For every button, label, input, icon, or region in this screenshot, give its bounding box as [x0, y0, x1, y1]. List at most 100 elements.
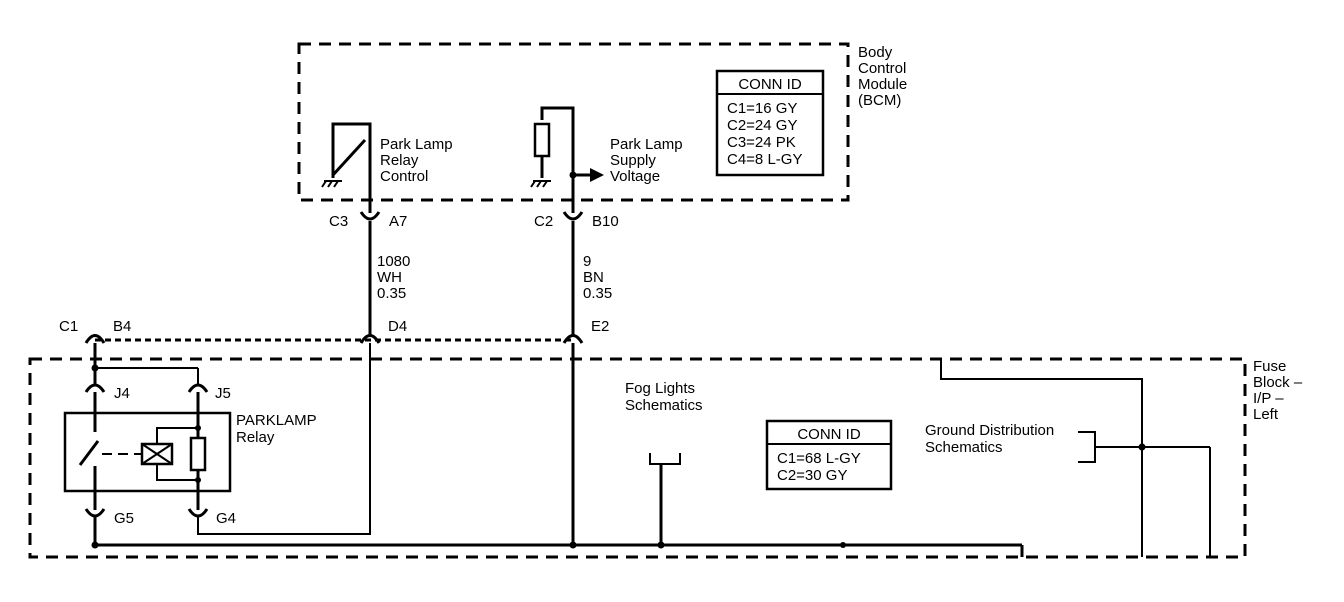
wire-1080-circuit: 1080	[377, 253, 410, 270]
wire-1080-color: WH	[377, 269, 402, 286]
connector-d4: D4	[359, 318, 407, 344]
ground-distribution-reference: Ground Distribution Schematics	[925, 359, 1211, 557]
connector-arc	[84, 334, 106, 344]
bcm-title-line-1: Body	[858, 44, 893, 61]
wire-9-gauge: 0.35	[583, 285, 612, 302]
bus-junction-g5	[91, 541, 99, 549]
connector-arc	[562, 334, 584, 344]
coil-bottom-lead	[156, 464, 198, 481]
relay-resistor	[189, 436, 207, 472]
connector-b4-label: B4	[113, 318, 131, 335]
relay-box	[63, 411, 232, 493]
fuse-block-title-line-1: Fuse	[1253, 358, 1286, 375]
supply-label-1: Park Lamp	[610, 136, 683, 153]
bcm-conn-box	[715, 69, 825, 177]
connector-c3-a7: C3 A7	[329, 211, 407, 230]
fog-bracket	[649, 453, 681, 465]
relay-junction-top	[195, 425, 201, 431]
connector-c1-label: C1	[59, 318, 78, 335]
relay-control-switch: Park Lamp Relay Control	[321, 122, 453, 213]
bcm-conn-title: CONN ID	[738, 76, 802, 93]
wire-9-circuit: 9	[583, 253, 591, 270]
resistor-symbol	[533, 122, 551, 158]
bus-junction-mid	[840, 542, 846, 548]
relay-control-label-3: Control	[380, 168, 428, 185]
relay-label-1: PARKLAMP	[236, 412, 317, 429]
connector-c2-b10: C2 B10	[534, 211, 619, 230]
connector-d4-label: D4	[388, 318, 407, 335]
fuse-conn-title: CONN ID	[797, 426, 861, 443]
fuse-block-outline	[28, 357, 1247, 559]
connector-j4-label: J4	[114, 385, 130, 402]
connector-g4-arc	[187, 508, 209, 518]
relay-label-2: Relay	[236, 429, 275, 446]
bcm-title-line-2: Control	[858, 60, 906, 77]
connector-arc	[562, 211, 584, 221]
fuse-block-title: Fuse Block – I/P – Left	[1253, 358, 1303, 423]
fuse-conn-table: CONN ID C1=68 L-GY C2=30 GY	[765, 419, 893, 491]
bcm-title: Body Control Module (BCM)	[858, 44, 907, 109]
wire-1080-gauge: 0.35	[377, 285, 406, 302]
bcm-title-line-3: Module	[858, 76, 907, 93]
connector-c3-label: C3	[329, 213, 348, 230]
fog-label-2: Schematics	[625, 397, 703, 414]
supply-label-3: Voltage	[610, 168, 660, 185]
relay-control-label-2: Relay	[380, 152, 419, 169]
fog-lights-reference: Fog Lights Schematics	[625, 380, 703, 545]
fuse-conn-row-1: C1=68 L-GY	[777, 450, 861, 467]
switch-frame	[331, 122, 372, 178]
connector-a7-label: A7	[389, 213, 407, 230]
parklamp-relay: PARKLAMP Relay	[63, 411, 317, 493]
ground-label-1: Ground Distribution	[925, 422, 1054, 439]
connector-b10-label: B10	[592, 213, 619, 230]
ground-symbol-1	[321, 180, 342, 188]
supply-frame	[540, 106, 575, 213]
bcm-conn-row-2: C2=24 GY	[727, 117, 797, 134]
connector-arc	[359, 211, 381, 221]
fog-label-1: Fog Lights	[625, 380, 695, 397]
ground-label-2: Schematics	[925, 439, 1003, 456]
coil-x2	[141, 443, 173, 465]
connector-g5-arc	[84, 508, 106, 518]
coil-top-lead	[156, 427, 198, 444]
bcm-conn-row-1: C1=16 GY	[727, 100, 797, 117]
bcm-conn-row-3: C3=24 PK	[727, 134, 796, 151]
fuse-block-title-line-3: I/P –	[1253, 390, 1284, 407]
bcm-conn-row-4: C4=8 L-GY	[727, 151, 802, 168]
bus-junction-e2	[569, 541, 577, 549]
fuse-conn-box	[765, 419, 893, 491]
relay-junction-bottom	[195, 477, 201, 483]
fuse-internal-wiring: J4 J5	[84, 343, 231, 413]
ground-bracket	[1078, 431, 1096, 463]
connector-e2-label: E2	[591, 318, 609, 335]
bcm-outline	[297, 42, 850, 202]
supply-label-2: Supply	[610, 152, 656, 169]
supply-arrow-head	[590, 168, 604, 182]
connector-j4-arc	[84, 383, 106, 393]
connector-g4-label: G4	[216, 510, 236, 527]
g4-to-d4-wire	[197, 343, 371, 535]
wire-1080-label: 1080 WH 0.35	[377, 253, 410, 302]
connector-e2: E2	[562, 318, 609, 344]
fuse-conn-row-2: C2=30 GY	[777, 467, 847, 484]
relay-control-label-1: Park Lamp	[380, 136, 453, 153]
bcm-conn-table: CONN ID C1=16 GY C2=24 GY C3=24 PK C4=8 …	[715, 69, 825, 177]
bcm-title-line-4: (BCM)	[858, 92, 901, 109]
ground-top-wire	[940, 359, 1143, 557]
connector-j5-label: J5	[215, 385, 231, 402]
connector-j5-arc	[187, 383, 209, 393]
fuse-block-title-line-4: Left	[1253, 406, 1279, 423]
switch-blade	[331, 138, 367, 177]
connector-c1-b4: C1 B4	[59, 318, 131, 344]
connector-g5-label: G5	[114, 510, 134, 527]
relay-bottom-connectors: G5 G4	[84, 343, 371, 545]
wire-9-color: BN	[583, 269, 604, 286]
fuse-block-title-line-2: Block –	[1253, 374, 1303, 391]
supply-voltage-circuit: Park Lamp Supply Voltage	[530, 106, 683, 213]
bottom-bus	[91, 343, 1024, 557]
connector-c2-label: C2	[534, 213, 553, 230]
connector-arc	[359, 334, 381, 344]
relay-contact-blade	[78, 440, 100, 466]
